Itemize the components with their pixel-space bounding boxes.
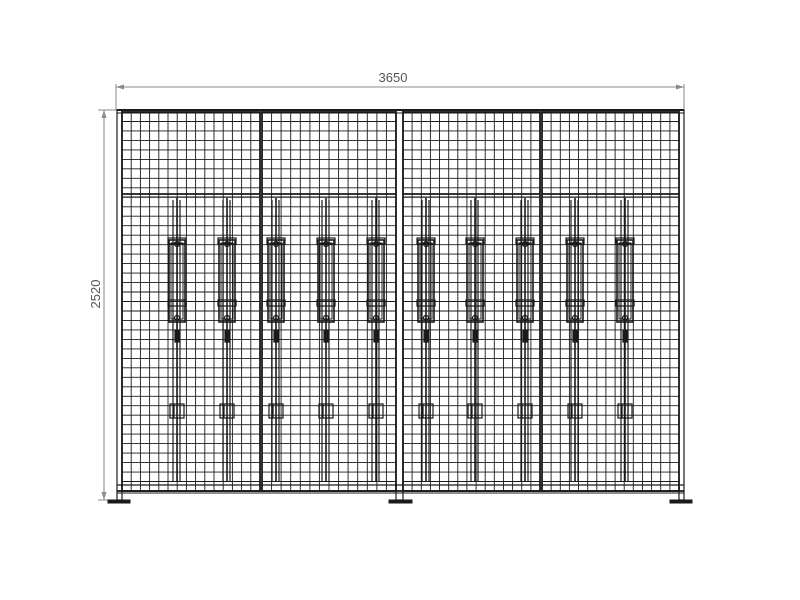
rack-holder [319,242,333,320]
rack-clip [572,329,578,343]
rack-clamp [169,403,185,419]
rack-bracket [465,237,485,245]
rack-holder [419,242,433,320]
rack-holder [618,242,632,320]
rack-clip [622,329,628,343]
rack-holder [367,239,385,323]
rack-bracket [266,299,286,307]
rack-bracket [316,299,336,307]
rack-bracket [366,237,386,245]
rack-holder [267,239,285,323]
rack-bolt [173,240,181,248]
rack-clamp [368,403,384,419]
rack-clip [423,329,429,343]
rack-clamp [318,403,334,419]
rack-bolt [372,314,380,322]
rack-bracket [167,299,187,307]
rack-bracket [515,237,535,245]
post [395,109,404,501]
rack-bracket [167,237,187,245]
rack-bracket [416,237,436,245]
rack-clamp [219,403,235,419]
rack-clip [174,329,180,343]
rack-bracket [217,299,237,307]
rack-holder [468,242,482,320]
rack-bracket [565,299,585,307]
rack-bolt [571,240,579,248]
rack-bolt [272,240,280,248]
rack-holder [516,239,534,323]
height-dimension-label: 2520 [88,280,103,309]
rack-holder [568,242,582,320]
rack-bracket [515,299,535,307]
rack-holder [518,242,532,320]
rack-bolt [521,314,529,322]
rack-bolt [422,314,430,322]
rack-bolt [471,240,479,248]
rack-bolt [521,240,529,248]
rack-bolt [223,240,231,248]
width-arrow-right [676,84,684,90]
rack-holder [168,239,186,323]
width-arrow-left [116,84,124,90]
rack-bolt [621,314,629,322]
rack-bracket [565,237,585,245]
rack-bracket [316,237,336,245]
width-dimension-label: 3650 [379,70,408,85]
rack-holder [566,239,584,323]
rack-bracket [366,299,386,307]
height-dimension: 2520 [88,109,118,501]
rack-clip [224,329,230,343]
rack-bolt [272,314,280,322]
rack-clip [323,329,329,343]
rack-holder [269,242,283,320]
rack-holder [170,242,184,320]
rack-clip [273,329,279,343]
rack-bolt [173,314,181,322]
rack-clamp [617,403,633,419]
rack-clamp [418,403,434,419]
rack-clamp [268,403,284,419]
rack-bracket [465,299,485,307]
rack-clip [472,329,478,343]
rack-bracket [266,237,286,245]
rack-clip [373,329,379,343]
rack-clip [522,329,528,343]
rack-holder [220,242,234,320]
rack-holder [317,239,335,323]
rack-bolt [571,314,579,322]
rack-bolt [621,240,629,248]
rack-holder [466,239,484,323]
fence-structure [107,109,693,504]
rack-bolt [322,314,330,322]
rack-bolt [422,240,430,248]
rack-bolt [372,240,380,248]
height-arrow-bottom [101,492,107,500]
rack-clamp [567,403,583,419]
width-dimension: 3650 [115,70,685,110]
rack-holder [616,239,634,323]
rack-bracket [217,237,237,245]
rack-holder [417,239,435,323]
height-arrow-top [101,110,107,118]
rack-holder [218,239,236,323]
rack-bolt [223,314,231,322]
rack-bolt [322,240,330,248]
rack-holder [369,242,383,320]
rack-bracket [416,299,436,307]
rack-bracket [615,299,635,307]
rack-bolt [471,314,479,322]
rack-clamp [517,403,533,419]
rack-clamp [467,403,483,419]
rack-bracket [615,237,635,245]
